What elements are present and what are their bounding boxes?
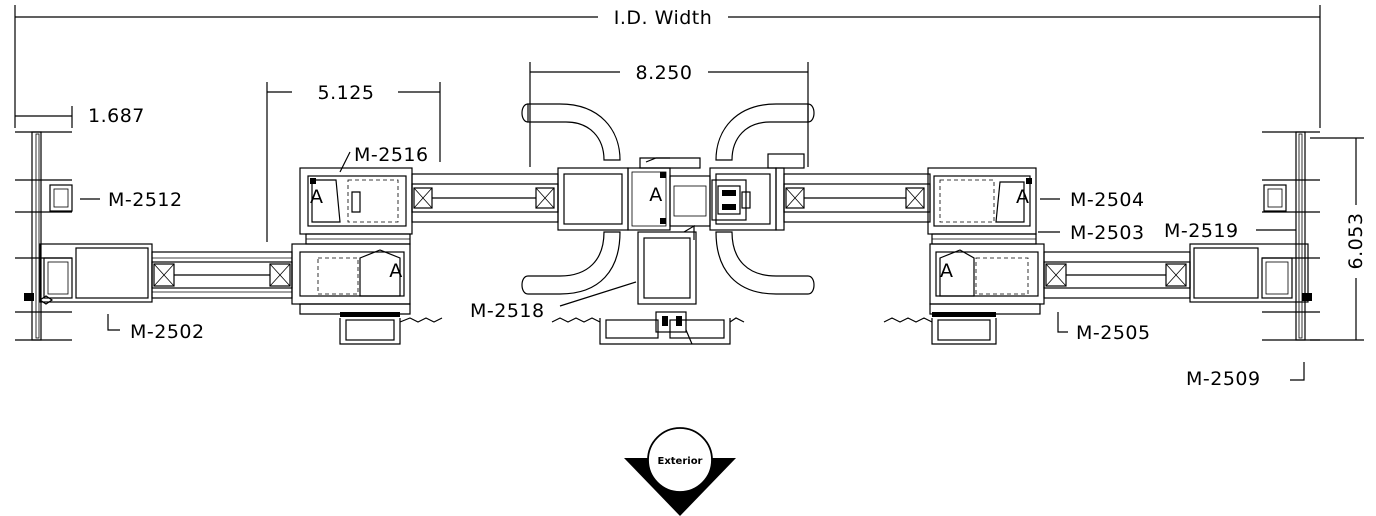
right-sliding-rail xyxy=(783,173,931,223)
left-jamb-profile xyxy=(15,131,153,341)
dimension-center-spacing-label: 8.250 xyxy=(636,62,693,84)
profile-mark-a: A xyxy=(389,260,403,282)
callout-m-2509: M-2509 xyxy=(1186,362,1305,390)
dimension-panel-offset: 5.125 xyxy=(266,82,441,242)
part-label-m-2518: M-2518 xyxy=(470,300,545,322)
left-lower-stile: A xyxy=(291,243,411,315)
dimension-left-offset-label: 1.687 xyxy=(88,105,145,127)
left-sliding-rail xyxy=(411,173,559,223)
left-interlock xyxy=(305,233,411,245)
profile-mark-a: A xyxy=(310,186,324,208)
left-upper-stile: A xyxy=(299,167,413,235)
callout-m-2502: M-2502 xyxy=(107,314,205,343)
right-interlock xyxy=(931,233,1037,245)
callout-m-2503: M-2503 xyxy=(1038,222,1145,244)
callout-m-2505: M-2505 xyxy=(1057,312,1151,344)
part-label-m-2502: M-2502 xyxy=(130,321,205,343)
exterior-label: Exterior xyxy=(657,456,702,467)
dimension-id-width: I.D. Width xyxy=(14,5,1321,128)
part-label-m-2503: M-2503 xyxy=(1070,222,1145,244)
dimension-frame-depth-label: 6.053 xyxy=(1345,213,1367,270)
right-upper-stile: A xyxy=(927,167,1037,235)
center-right-handle xyxy=(715,103,815,295)
right-fixed-rail xyxy=(1043,251,1191,299)
part-label-m-2505: M-2505 xyxy=(1076,322,1151,344)
left-fixed-rail xyxy=(151,251,293,299)
dimension-left-offset: 1.687 xyxy=(15,105,145,128)
center-left-handle xyxy=(521,103,621,295)
callout-m-2516: M-2516 xyxy=(339,144,429,173)
dimension-panel-offset-label: 5.125 xyxy=(318,82,375,104)
center-left-stile: A xyxy=(557,157,701,231)
dimension-center-spacing: 8.250 xyxy=(529,62,809,167)
part-label-m-2516: M-2516 xyxy=(354,144,429,166)
callout-m-2519: M-2519 xyxy=(1164,220,1296,242)
profile-mark-a: A xyxy=(1016,186,1030,208)
dimension-id-width-label: I.D. Width xyxy=(614,7,713,29)
right-jamb-profile xyxy=(1189,131,1320,341)
callout-m-2518: M-2518 xyxy=(470,281,637,322)
part-label-m-2504: M-2504 xyxy=(1070,189,1145,211)
right-lower-stile: A xyxy=(929,243,1045,315)
callout-m-2504: M-2504 xyxy=(1040,189,1145,211)
part-label-m-2519: M-2519 xyxy=(1164,220,1239,242)
left-floor-track xyxy=(339,312,443,345)
callout-m-2512: M-2512 xyxy=(80,189,183,211)
part-label-m-2512: M-2512 xyxy=(108,189,183,211)
profile-mark-a: A xyxy=(940,260,954,282)
right-floor-track xyxy=(883,312,997,345)
exterior-direction-marker: Exterior xyxy=(624,427,736,516)
center-floor-track xyxy=(551,311,745,345)
center-astragal xyxy=(637,224,697,305)
dimension-frame-depth: 6.053 xyxy=(1310,137,1367,341)
part-label-m-2509: M-2509 xyxy=(1186,368,1261,390)
center-interlock xyxy=(669,175,751,227)
profile-mark-a: A xyxy=(649,184,663,206)
center-right-stile xyxy=(709,167,785,231)
